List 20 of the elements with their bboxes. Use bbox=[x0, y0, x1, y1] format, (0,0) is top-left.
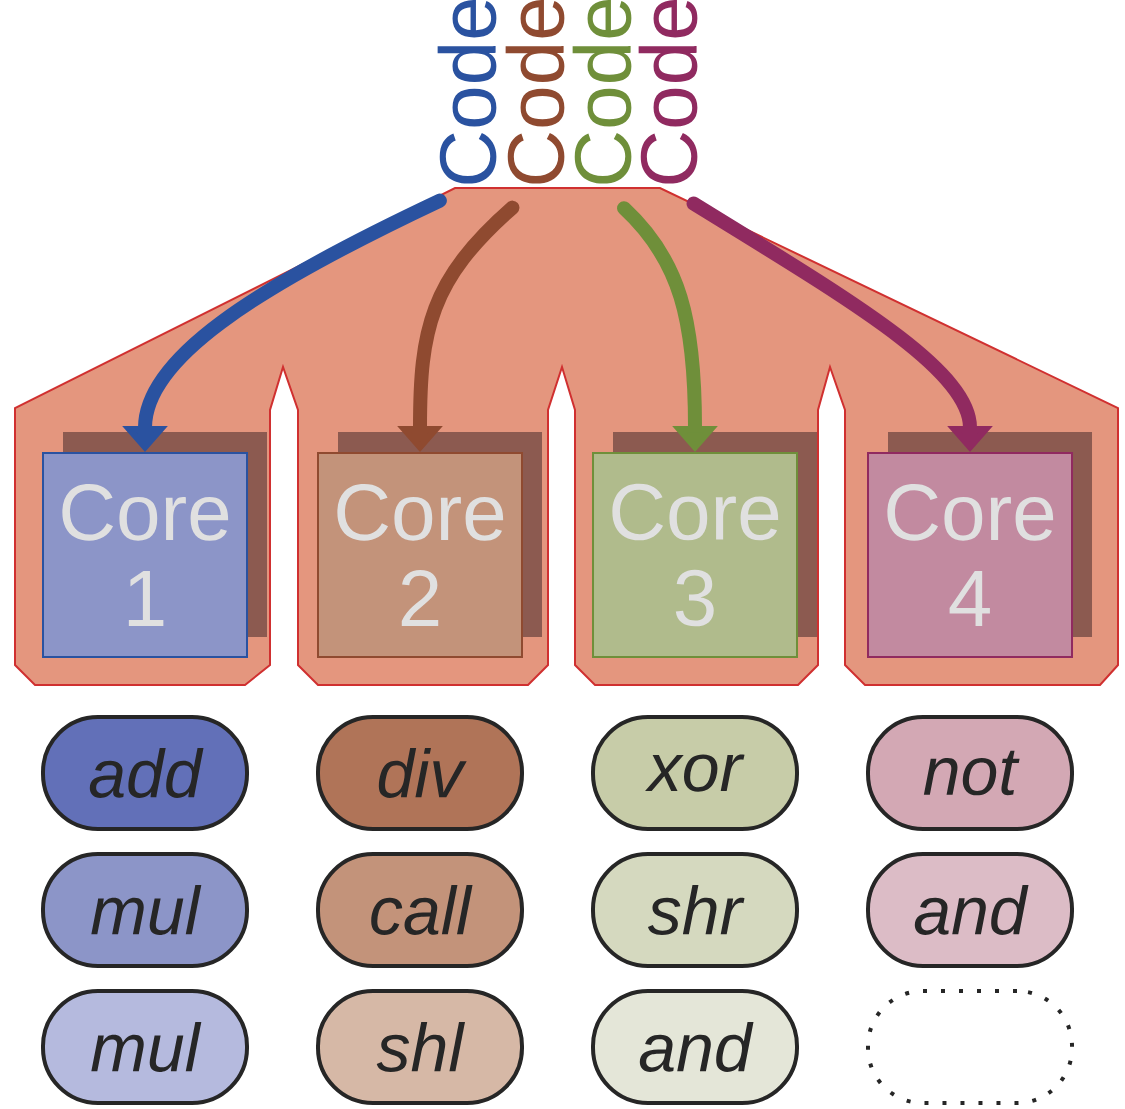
code-label: Code bbox=[638, 0, 698, 184]
instruction-pill: not bbox=[866, 715, 1074, 831]
instruction-pill: div bbox=[316, 715, 524, 831]
empty-slot bbox=[866, 989, 1074, 1105]
core-box: Core 2 bbox=[317, 432, 542, 658]
instruction-pill: add bbox=[41, 715, 249, 831]
core-box: Core 3 bbox=[592, 432, 817, 658]
code-label: Code bbox=[572, 0, 632, 184]
core-box: Core 1 bbox=[42, 432, 267, 658]
code-label: Code bbox=[505, 0, 565, 184]
instruction-pill: mul bbox=[41, 989, 249, 1105]
instruction-pill: shl bbox=[316, 989, 524, 1105]
code-label: Code bbox=[437, 0, 497, 184]
instruction-pill: shr bbox=[591, 852, 799, 968]
instruction-pill: xor bbox=[591, 715, 799, 831]
core-box: Core 4 bbox=[867, 432, 1092, 658]
instruction-pill: and bbox=[866, 852, 1074, 968]
instruction-pill: call bbox=[316, 852, 524, 968]
instruction-pill: and bbox=[591, 989, 799, 1105]
instruction-pill: mul bbox=[41, 852, 249, 968]
